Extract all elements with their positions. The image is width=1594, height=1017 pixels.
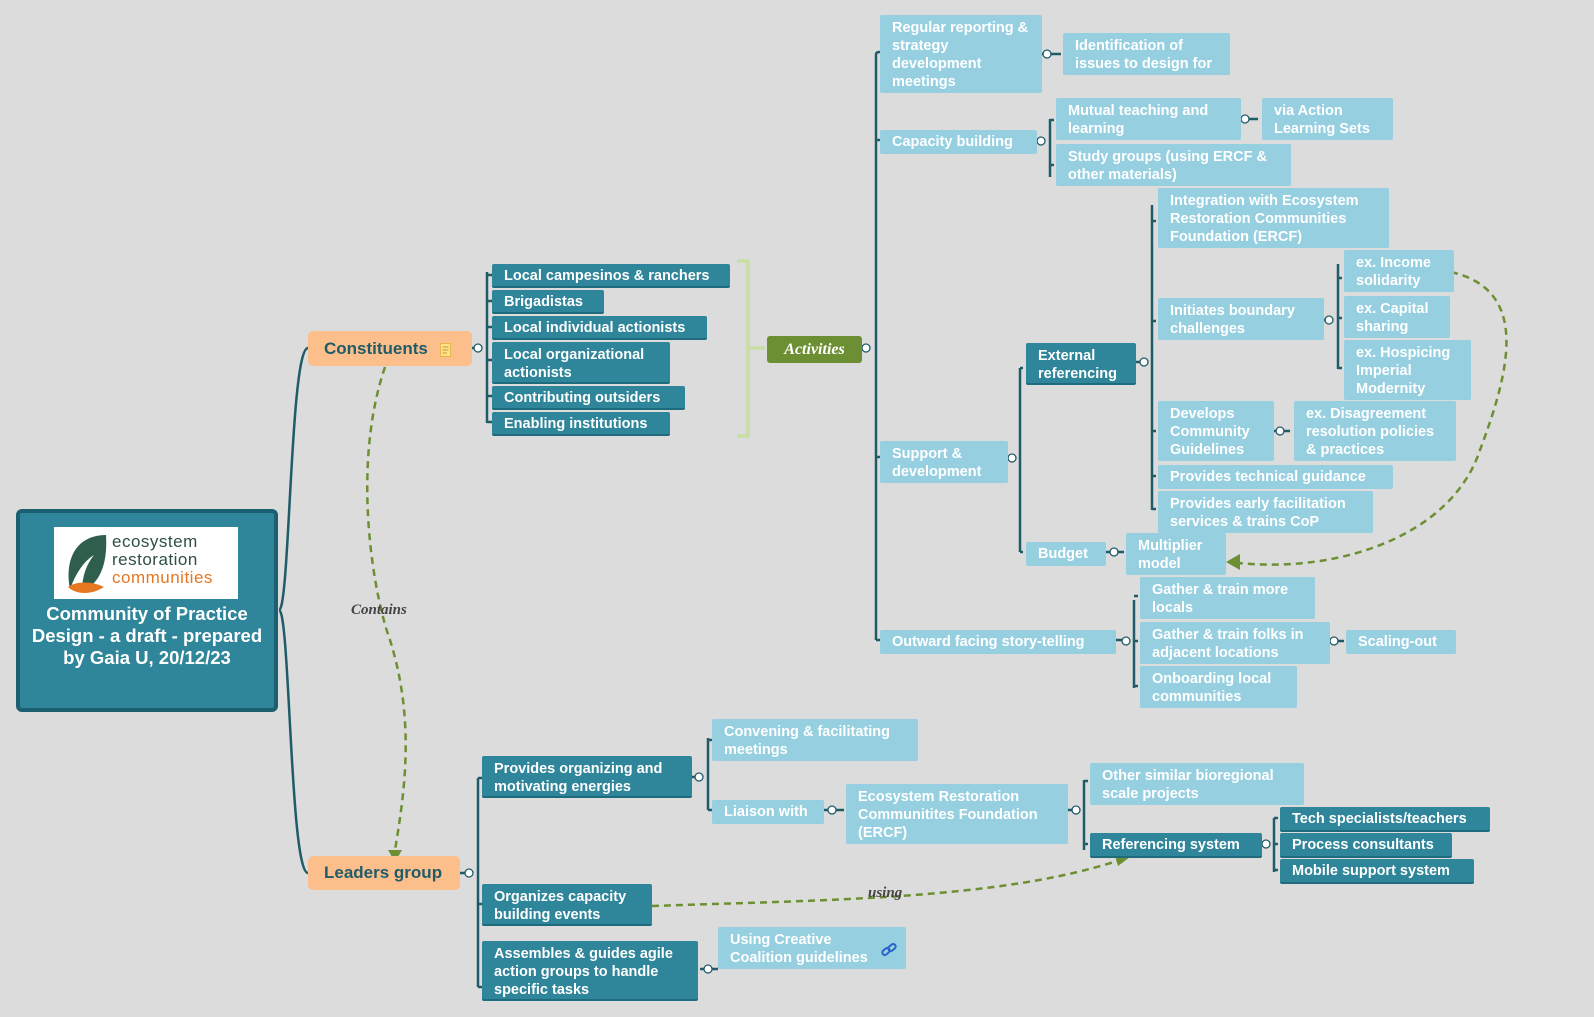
mobile-support-node[interactable]: Mobile support system <box>1280 859 1474 884</box>
bioregional-projects-node[interactable]: Other similar bioregional scale projects <box>1090 763 1304 805</box>
regular-reporting-node[interactable]: Regular reporting & strategy development… <box>880 15 1042 93</box>
connector-root-leaders <box>277 608 310 875</box>
creative-coalition-node[interactable]: Using Creative Coalition guidelines <box>718 927 906 969</box>
mutual-teaching-node[interactable]: Mutual teaching and learning <box>1056 98 1241 140</box>
technical-guidance-node[interactable]: Provides technical guidance <box>1158 465 1393 489</box>
connector-root-constituents <box>277 346 310 612</box>
agile-groups-node[interactable]: Assembles & guides agile action groups t… <box>482 941 698 1001</box>
constituents-node[interactable]: Constituents <box>308 331 472 366</box>
creative-coalition-label: Using Creative Coalition guidelines <box>730 932 868 966</box>
multiplier-model-node[interactable]: Multiplier model <box>1126 533 1226 575</box>
logo-line-2: restoration <box>112 550 198 569</box>
liaison-node[interactable]: Liaison with <box>712 800 824 824</box>
central-topic-title: Community of Practice Design - a draft -… <box>31 603 263 668</box>
community-guidelines-node[interactable]: Develops Community Guidelines <box>1158 401 1274 461</box>
relation-using-line <box>651 858 1121 908</box>
leaf-icon <box>68 535 107 593</box>
constituent-item[interactable]: Contributing outsiders <box>492 386 685 410</box>
hospicing-node[interactable]: ex. Hospicing Imperial Modernity <box>1344 340 1471 400</box>
constituent-item[interactable]: Enabling institutions <box>492 412 670 436</box>
scaling-out-node[interactable]: Scaling-out <box>1346 630 1456 654</box>
external-referencing-node[interactable]: External referencing <box>1026 343 1136 385</box>
capacity-building-node[interactable]: Capacity building <box>880 130 1037 154</box>
budget-node[interactable]: Budget <box>1026 542 1106 566</box>
onboarding-node[interactable]: Onboarding local communities <box>1140 666 1297 708</box>
constituents-label: Constituents <box>324 338 428 358</box>
tech-specialists-node[interactable]: Tech specialists/teachers <box>1280 807 1490 832</box>
income-solidarity-node[interactable]: ex. Income solidarity <box>1344 250 1454 292</box>
relation-multiplier-line <box>1229 270 1508 566</box>
ercf-node[interactable]: Ecosystem Restoration Communitites Found… <box>846 784 1068 844</box>
leaders-group-node[interactable]: Leaders group <box>308 856 460 890</box>
activities-node[interactable]: Activities <box>767 336 862 363</box>
gather-locals-node[interactable]: Gather & train more locals <box>1140 577 1315 619</box>
logo-line-1: ecosystem <box>112 532 198 551</box>
action-learning-node[interactable]: via Action Learning Sets <box>1262 98 1393 140</box>
capacity-events-node[interactable]: Organizes capacity building events <box>482 884 652 926</box>
constituent-item[interactable]: Local campesinos & ranchers <box>492 264 730 288</box>
process-consultants-node[interactable]: Process consultants <box>1280 833 1452 858</box>
referencing-system-node[interactable]: Referencing system <box>1090 833 1262 858</box>
capital-sharing-node[interactable]: ex. Capital sharing <box>1344 296 1450 338</box>
central-topic[interactable]: ecosystem restoration communities Commun… <box>16 509 278 712</box>
study-groups-node[interactable]: Study groups (using ERCF & other materia… <box>1056 144 1291 186</box>
constituent-item[interactable]: Local individual actionists <box>492 316 707 340</box>
relation-contains-line <box>366 366 407 851</box>
note-icon[interactable] <box>439 342 451 357</box>
leaders-group-label: Leaders group <box>324 863 443 882</box>
link-icon[interactable] <box>880 941 898 959</box>
disagreement-resolution-node[interactable]: ex. Disagreement resolution policies & p… <box>1294 401 1456 461</box>
organizing-energies-node[interactable]: Provides organizing and motivating energ… <box>482 756 692 798</box>
gather-adjacent-node[interactable]: Gather & train folks in adjacent locatio… <box>1140 622 1330 664</box>
early-facilitation-node[interactable]: Provides early facilitation services & t… <box>1158 491 1373 533</box>
constituent-item[interactable]: Brigadistas <box>492 290 604 314</box>
integration-node[interactable]: Integration with Ecosystem Restoration C… <box>1158 188 1389 248</box>
identification-node[interactable]: Identification of issues to design for <box>1063 33 1230 75</box>
boundary-challenges-node[interactable]: Initiates boundary challenges <box>1158 298 1324 340</box>
ecosystem-restoration-communities-logo: ecosystem restoration communities <box>54 527 238 599</box>
relation-contains-label: Contains <box>351 602 407 618</box>
constituent-item[interactable]: Local organizational actionists <box>492 342 670 384</box>
relation-using-label: using <box>868 885 903 901</box>
storytelling-node[interactable]: Outward facing story-telling <box>880 630 1116 654</box>
logo-line-3: communities <box>112 568 213 587</box>
convening-node[interactable]: Convening & facilitating meetings <box>712 719 918 761</box>
support-development-node[interactable]: Support & development <box>880 441 1008 483</box>
